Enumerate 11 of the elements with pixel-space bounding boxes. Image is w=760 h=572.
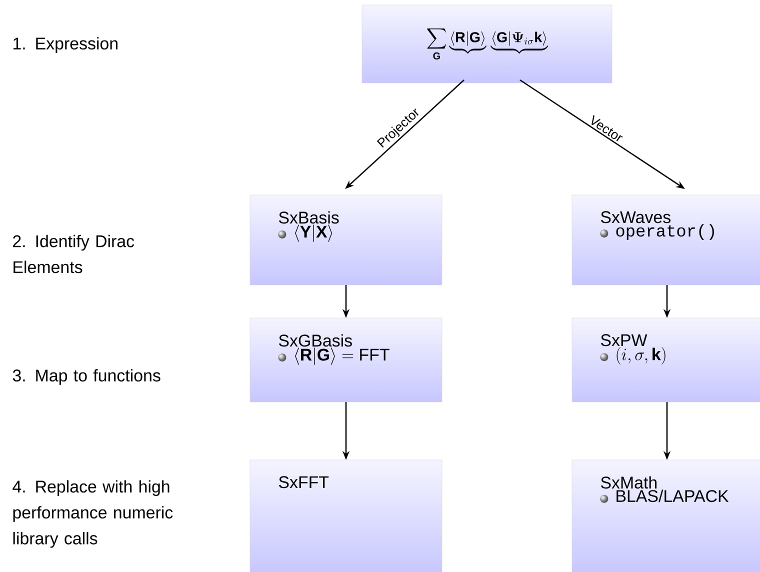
- class-box: SxPW $(i,\sigma,\mathbf{k})$: [572, 318, 760, 402]
- class-box: SxWaves operator(): [572, 194, 760, 286]
- class-box: SxFFT: [250, 460, 442, 572]
- step-label: 3. Map to functions: [12, 369, 160, 385]
- class-box: SxMath BLAS/LAPACK: [572, 460, 760, 572]
- class-box: $\sum_{\mathbf{G}} \underbrace{\langle\mathbf{R}|\mathbf{G}\rangle}\,\underbrace{\langle\mathbf{G}|\boldsymbol{\Psi}_{i\sigma}\mathbf{k}\rangle}$: [362, 4, 612, 84]
- step-label: 1. Expression: [14, 37, 118, 53]
- step-label: 4. Replace with high performance numeric library calls: [12, 480, 173, 548]
- class-box: SxGBasis $\langle\mathbf{R}|\mathbf{G}\rangle = \mathrm{FFT}$: [250, 318, 442, 402]
- class-box: SxBasis $\langle\mathbf{Y}|\mathbf{X}\rangle$: [250, 194, 442, 286]
- step-label: 2. Identify Dirac Elements: [13, 234, 134, 274]
